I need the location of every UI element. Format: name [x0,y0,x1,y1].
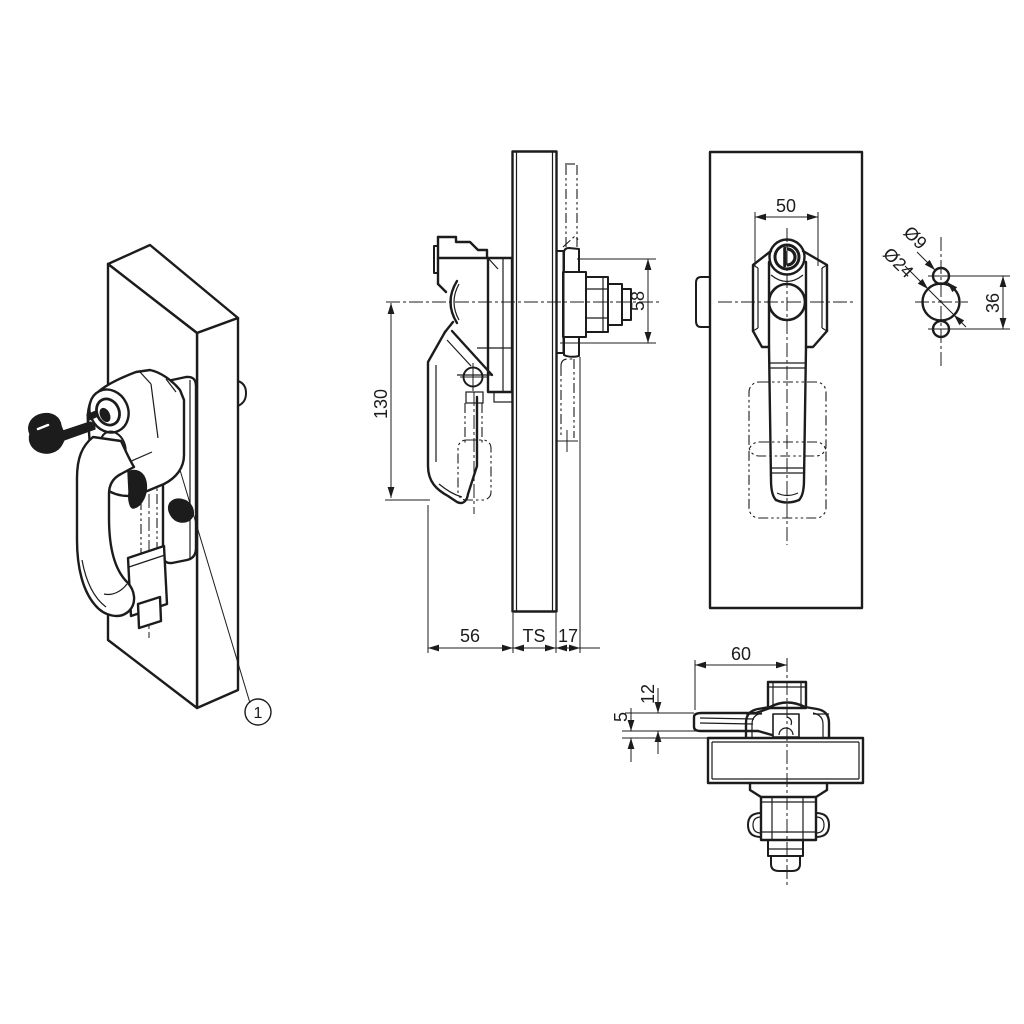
dim-handle-length: 130 [371,389,391,419]
top-view: 60 12 5 [611,644,865,886]
balloon-circle [244,698,272,726]
drill-pattern-view: Ø9 Ø24 36 [879,222,1010,367]
key-highlight [36,423,50,431]
phantom-latch-down [556,358,578,452]
dim-5-group: 5 [611,708,710,762]
key-cylinder-front [768,238,806,276]
side-view: 130 58 56 TS 17 [371,150,660,653]
pivot-shadow [168,498,194,523]
dim-50-group: 50 [754,196,819,266]
dim-panel-gap: 5 [611,712,631,722]
panel-side [511,150,558,613]
dim-large-hole: Ø24 [879,244,917,282]
phantom-latch-front [748,381,827,519]
latch-edge-bump [237,380,247,407]
dim-front-depth: 56 [460,626,480,646]
spindle-top [766,680,808,710]
lever-top [692,706,774,737]
handle-front [767,345,808,504]
dim-latch-span: 58 [628,291,648,311]
dim-lever-thickness: 12 [638,684,658,704]
lock-body-side [477,256,514,403]
front-view: 50 [695,150,864,610]
hook-handle-isometric [75,435,136,618]
dim-rear-depth: 17 [558,626,578,646]
dim-hole-spacing: 36 [983,293,1003,313]
isometric-view: 1 [28,243,272,726]
dim-60-group: 60 [694,644,787,710]
phantom-latch-up [562,163,581,248]
balloon-number: 1 [254,705,263,722]
spindle-front [767,282,807,322]
keyhole-isometric [99,407,111,423]
dim-36-group: 36 [947,275,1010,330]
dim-12-group: 12 [622,684,697,754]
phantom-latch-left [457,392,492,514]
dim-lever-reach: 60 [731,644,751,664]
handle-gap-shadow [127,469,148,509]
dim-panel-thickness: TS [522,626,545,646]
latch-tip-front [695,276,710,328]
dim-small-hole: Ø9 [900,222,931,253]
handle-side [426,329,494,505]
keyhole-front [786,247,797,267]
cylinder-side [433,235,490,334]
callout: 1 [179,469,272,726]
key [28,410,99,454]
latch-top [747,781,830,872]
dim-130-group: 130 [371,303,430,501]
dim-body-width: 50 [776,196,796,216]
panel-front [708,150,864,610]
latch-side [555,247,632,358]
dim-58-group: 58 [560,258,656,344]
dim-bottom-group: 56 TS 17 [427,357,600,653]
housing-top [706,736,865,785]
